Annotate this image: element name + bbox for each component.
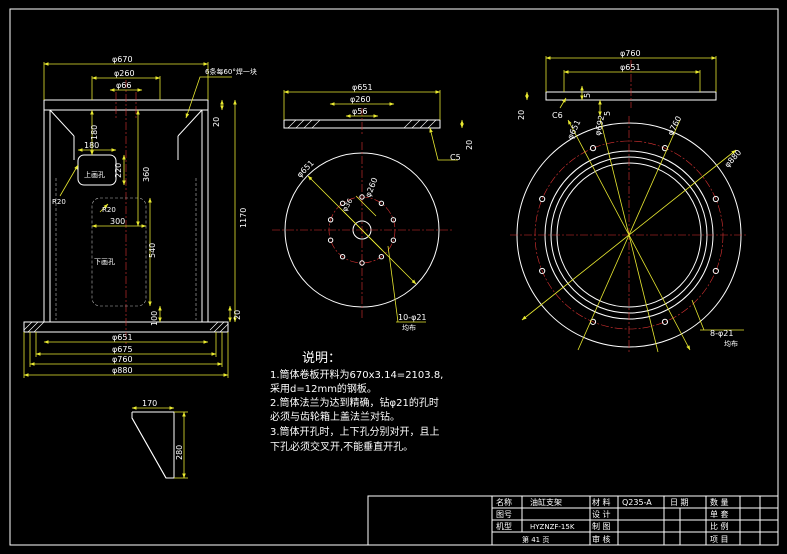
dim-h220: 220 [114,163,123,178]
fplan-holes-sub: 均布 [724,339,738,348]
tb-design-label: 设 计 [592,509,611,519]
dim-w180: 180 [84,141,99,150]
weld-note: 6条每60°焊一块 [205,67,257,76]
dim-h1170: 1170 [239,208,248,228]
bolt-hole [539,195,546,203]
bolt-hole [661,318,669,325]
lid-dim-h20: 20 [465,140,474,150]
note-line-3: 2.筒体法兰为达到精确，钻φ21的孔时 [270,396,439,409]
plan-dim-d36: φ36 [341,197,355,213]
technical-notes: 说明： 1.筒体卷板开料为670x3.14=2103.8, 采用d=12mm的钢… [270,351,443,453]
note-line-4: 必须与齿轮箱上盖法兰对钻。 [270,410,400,423]
lid-plan-view: φ651 φ260 φ36 10-φ21 均布 [272,142,452,332]
upper-hand-hole [77,154,117,186]
tb-project-label: 项 目 [710,535,729,544]
fplan-dim-d880: φ880 [723,148,743,169]
tb-drawing-no-label: 图号 [496,510,512,519]
dim-w300: 300 [110,217,125,226]
tb-model-label: 机型 [496,521,512,531]
flange-dim-d760: φ760 [620,49,641,58]
tb-review-label: 审 核 [592,534,611,544]
tb-model-value: HYZNZF-15K [530,523,575,531]
dim-h540: 540 [148,243,157,258]
tb-scale-label: 比 例 [710,521,729,531]
rib-detail: 170 280 [131,399,188,479]
rib-dim-w170: 170 [142,399,157,408]
note-line-6: 下孔必须交叉开,不能垂直开孔。 [270,440,413,453]
dim-h180: 180 [90,125,99,140]
dim-h360: 360 [142,167,151,182]
flange-dim-5b: 5 [603,111,612,116]
lid-dim-d56: φ56 [352,107,367,116]
fplan-dim-d692: φ692 [593,114,606,136]
lid-dim-c5: C5 [450,153,461,162]
dim-d670: φ670 [112,55,133,64]
lid-hatching [287,119,437,129]
note-line-5: 3.筒体开孔时，上下孔分别对开，且上 [270,425,440,438]
fplan-dim-d651: φ651 [566,118,583,140]
note-line-2: 采用d=12mm的钢板。 [270,382,377,395]
tb-page-label: 第 41 页 [522,535,549,544]
flange-dim-d651: φ651 [620,63,641,72]
tb-qty-label: 数 量 [710,497,729,507]
note-line-1: 1.筒体卷板开料为670x3.14=2103.8, [270,368,443,381]
label-lower-hole: 下画孔 [94,258,115,266]
dim-h20-bottom: 20 [233,310,242,320]
plan-dim-d260: φ260 [364,176,380,198]
bolt-hole [589,145,597,152]
main-dimensions [23,62,237,378]
flange-side-view: φ760 φ651 20 C6 5 5 [517,49,717,120]
dim-d675: φ675 [112,345,133,354]
lid-dim-d651: φ651 [352,83,373,92]
plan-dim-d651: φ651 [295,159,316,180]
plan-holes-sub: 均布 [402,323,416,332]
lower-hand-hole [91,197,147,307]
label-upper-hole: 上画孔 [84,170,105,179]
dim-h20-top: 20 [212,117,221,127]
bolt-hole [327,237,334,243]
dim-d260: φ260 [114,69,135,78]
lid-dim-d260: φ260 [350,95,371,104]
dim-d651: φ651 [112,333,133,342]
flange-dim-5a: 5 [583,93,592,98]
tb-material-label: 材 料 [592,497,611,507]
flange-dim-h20: 20 [517,110,526,120]
lid-side-view: φ651 φ260 φ56 20 C5 [283,83,474,162]
dim-d760: φ760 [112,355,133,364]
flange-dim-c6: C6 [552,111,563,120]
notes-title: 说明： [302,351,341,366]
base-hatching [23,321,229,333]
title-block: 名称 油缸支架 材 料 Q235-A 日 期 数 量 图号 设 计 单 套 机型… [367,495,779,546]
rib-outline [131,411,175,479]
fplan-dim-d760: φ760 [666,115,684,137]
dim-d880: φ880 [112,366,133,375]
bolt-hole [712,267,719,275]
dim-r20: R20 [52,198,66,206]
main-section-view: φ670 φ260 φ66 20 180 180 220 360 1170 R2… [23,55,257,378]
dim-d66: φ66 [116,81,131,90]
flange-plan-view: φ651 φ692 φ760 φ880 8-φ21 均布 [510,114,748,354]
rib-dim-h280: 280 [175,445,184,460]
fplan-holes-note: 8-φ21 [710,329,733,338]
tb-name-label: 名称 [496,497,512,507]
dim-h100: 100 [150,311,159,326]
tb-material-value: Q235-A [622,498,652,507]
tb-name-value: 油缸支架 [530,497,562,507]
tb-unit-value: 单 套 [710,509,729,519]
dim-r20b: R20 [102,206,116,214]
plan-holes-note: 10-φ21 [398,313,427,322]
tb-drafting-label: 制 图 [592,521,611,531]
tb-date-label: 日 期 [670,498,689,507]
